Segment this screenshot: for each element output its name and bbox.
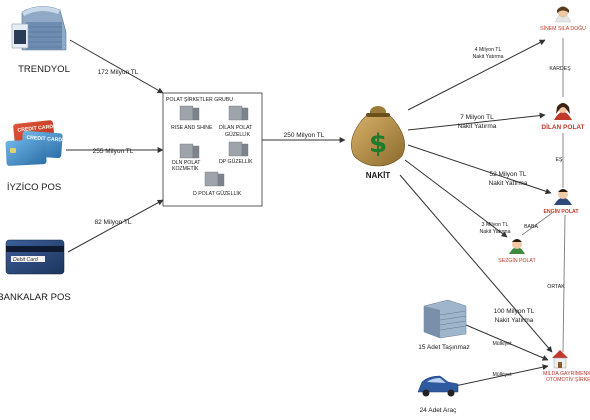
- person-sinem-icon: [554, 6, 572, 23]
- source-iyzico-label: İYZİCO POS: [7, 182, 61, 193]
- card-text-2: CREDIT CARD: [26, 135, 62, 143]
- edge-cash-milda: [399, 174, 553, 353]
- edge-engin-milda: [562, 214, 566, 353]
- card-text-1: CREDIT CARD: [17, 124, 53, 134]
- company-2: DİLAN POLAT GÜZELLİK: [219, 124, 253, 138]
- relation-kardes: KARDEŞ: [549, 66, 571, 72]
- money-bag-icon: $: [351, 106, 405, 167]
- person-dilan-icon: [554, 103, 572, 120]
- edge-engin-sezgin: [521, 212, 553, 236]
- source-trendyol-label: TRENDYOL: [18, 64, 70, 75]
- relation-mulkiyet-1: Mülkiyet: [492, 341, 512, 347]
- company-milda-icon: [552, 350, 568, 369]
- amount-trendyol: 172 Milyon TL: [98, 69, 139, 76]
- transfer-milda-type: Nakit Yatırma: [495, 317, 534, 324]
- person-sezgin-label: SEZGİN POLAT: [498, 257, 536, 264]
- company-milda-label-2: OTOMOTİV ŞİRKETİ: [546, 376, 590, 383]
- edge-cash-dilan: [407, 112, 546, 131]
- transfer-sinem-type: Nakit Yatırma: [473, 54, 504, 60]
- transfer-dilan-amount: 7 Milyon TL: [460, 114, 494, 121]
- person-engin-label: ENGİN POLAT: [543, 208, 579, 215]
- transfer-sezgin-type: Nakit Yatırma: [480, 229, 511, 235]
- company-building-icons: [179, 105, 249, 187]
- connectors: [66, 38, 566, 387]
- company-4: DP GÜZELLİK: [219, 158, 253, 165]
- transfer-dilan-type: Nakit Yatırma: [458, 123, 497, 130]
- edge-tasinmaz-milda: [465, 324, 549, 361]
- real-estate-icon: [423, 299, 467, 339]
- building-icon: [179, 143, 200, 159]
- transfer-engin-type: Nakit Yatırma: [489, 180, 528, 187]
- person-sezgin-icon: [509, 239, 525, 254]
- building-icon: [228, 105, 249, 121]
- transfer-dilan: 7 Milyon TL Nakit Yatırma: [458, 114, 497, 130]
- person-engin-icon: [554, 189, 572, 205]
- edge-trendyol-group: [69, 39, 164, 94]
- person-sinem-label: SİNEM SILA DOĞU: [540, 25, 586, 32]
- relation-es: EŞ: [556, 157, 563, 163]
- svg-text:$: $: [369, 129, 387, 159]
- amount-bankalar: 82 Milyon TL: [94, 219, 131, 226]
- company-5: D POLAT GÜZELLİK: [193, 190, 242, 197]
- transfer-engin: 52 Milyon TL Nakit Yatırma: [489, 171, 528, 187]
- card-text-3: Debit Card: [13, 257, 39, 263]
- transfer-sezgin: 3 Milyon TL Nakit Yatırma: [480, 222, 511, 235]
- company-3-line1: DLN POLAT: [172, 160, 201, 166]
- company-2-line1: DİLAN POLAT: [219, 124, 253, 131]
- relation-ortak: ORTAK: [547, 284, 565, 290]
- transfer-sinem-amount: 4 Milyon TL: [475, 47, 502, 53]
- building-icon: [179, 105, 200, 121]
- person-dilan-label: DİLAN POLAT: [541, 123, 584, 131]
- company-1: RISE AND SHINE: [171, 125, 213, 131]
- amount-group-cash: 250 Milyon TL: [284, 132, 325, 139]
- transfer-sezgin-amount: 3 Milyon TL: [482, 222, 509, 228]
- transfer-milda: 100 Milyon TL Nakit Yatırma: [494, 308, 535, 324]
- transfer-sinem: 4 Milyon TL Nakit Yatırma: [473, 47, 504, 60]
- relation-mulkiyet-2: Mülkiyet: [492, 372, 512, 378]
- edge-arac-milda: [454, 364, 549, 387]
- group-title: POLAT ŞİRKETLER GRUBU: [166, 96, 233, 103]
- company-2-line2: GÜZELLİK: [225, 131, 251, 138]
- relation-baba: BABA: [524, 224, 538, 230]
- warehouse-icon: [11, 6, 67, 51]
- company-3: DLN POLAT KOZMETİK: [172, 160, 201, 172]
- asset-arac-label: 24 Adet Araç: [420, 407, 458, 414]
- car-icon: [417, 375, 459, 397]
- edge-cash-engin: [407, 144, 552, 195]
- transfer-milda-amount: 100 Milyon TL: [494, 308, 535, 315]
- building-icon: [204, 171, 225, 187]
- cash-label: NAKİT: [366, 171, 391, 180]
- transfer-engin-amount: 52 Milyon TL: [489, 171, 526, 178]
- edge-cash-sinem: [407, 39, 546, 111]
- edge-bankalar-group: [67, 199, 164, 253]
- source-bankalar-label: BANKALAR POS: [0, 292, 71, 303]
- bank-card-icon: Debit Card: [5, 239, 65, 275]
- building-icon: [228, 141, 249, 157]
- company-3-line2: KOZMETİK: [172, 165, 199, 172]
- edge-cash-sezgin: [404, 159, 508, 238]
- amount-iyzico: 255 Milyon TL: [93, 148, 134, 155]
- company-milda-label-1: MİLDA GAYRİMENKUL: [543, 370, 590, 377]
- credit-card-icon: CREDIT CARD CREDIT CARD: [5, 120, 63, 166]
- asset-tasinmaz-label: 15 Adet Taşınmaz: [418, 344, 470, 351]
